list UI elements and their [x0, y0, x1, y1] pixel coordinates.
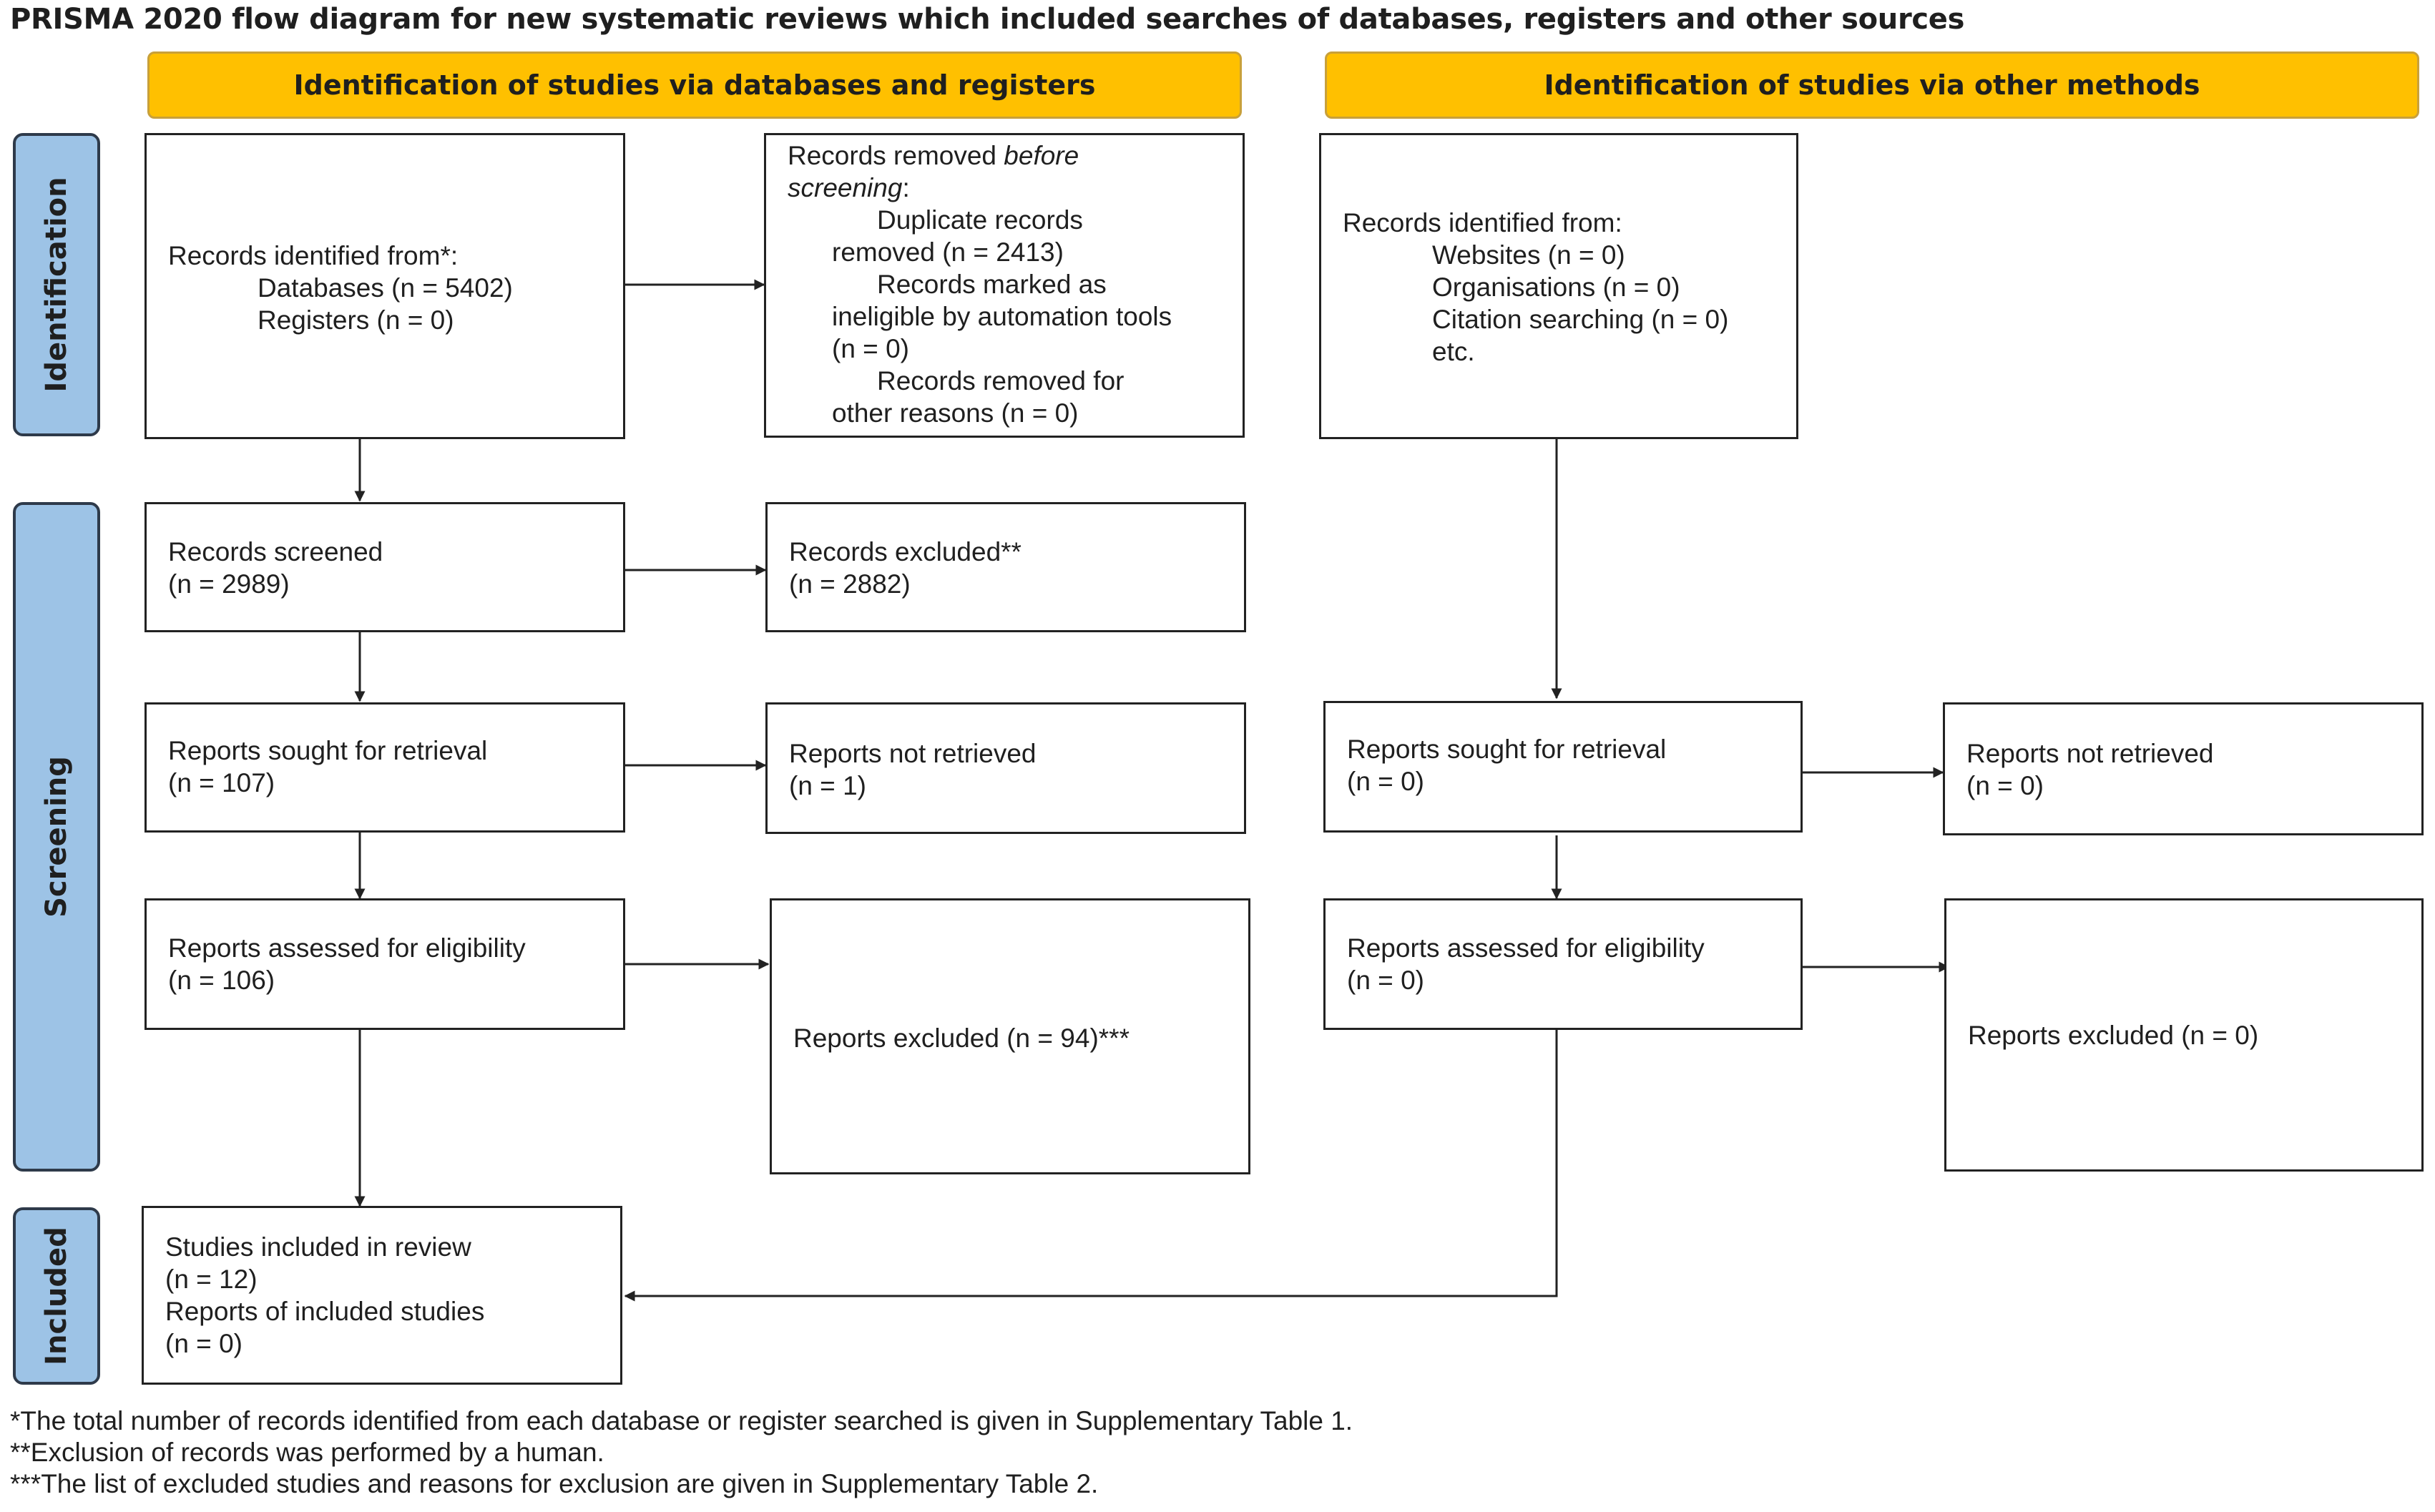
phase-included: Included	[13, 1207, 100, 1385]
other-sought-label: Reports sought for retrieval	[1347, 735, 1667, 764]
other-identified-organisations: Organisations (n = 0)	[1432, 273, 1680, 302]
db-removed-other-1: Records removed for	[877, 366, 1125, 396]
db-assessed-n: (n = 106)	[168, 966, 275, 995]
footnote-3: ***The list of excluded studies and reas…	[10, 1469, 1099, 1498]
arrow-other-assessed-to-included	[624, 1030, 1558, 1302]
db-reports-excluded-label: Reports excluded (n = 94)***	[793, 1023, 1130, 1053]
db-reports-not-retrieved: Reports not retrieved (n = 1)	[765, 702, 1246, 834]
db-removed-heading-cont: screening:	[788, 173, 910, 202]
db-excluded-n: (n = 2882)	[789, 569, 911, 599]
header-other-methods: Identification of studies via other meth…	[1325, 51, 2419, 119]
db-removed-auto-2: ineligible by automation tools	[832, 302, 1172, 331]
db-records-identified: Records identified from*: Databases (n =…	[144, 133, 625, 439]
other-reports-assessed: Reports assessed for eligibility (n = 0)	[1323, 898, 1803, 1030]
db-identified-heading: Records identified from*:	[168, 241, 459, 270]
db-removed-heading: Records removed before	[788, 141, 1079, 170]
page-title: PRISMA 2020 flow diagram for new systema…	[10, 3, 1965, 36]
db-removed-dup-1: Duplicate records	[877, 205, 1083, 235]
db-records-excluded: Records excluded** (n = 2882)	[765, 502, 1246, 632]
db-identified-databases: Databases (n = 5402)	[258, 273, 513, 303]
db-reports-excluded: Reports excluded (n = 94)***	[770, 898, 1250, 1174]
db-removed-auto-3: (n = 0)	[832, 334, 909, 363]
db-identified-registers: Registers (n = 0)	[258, 305, 454, 335]
phase-identification: Identification	[13, 133, 100, 436]
footnote-2: **Exclusion of records was performed by …	[10, 1438, 604, 1467]
db-records-screened: Records screened (n = 2989)	[144, 502, 625, 632]
other-assessed-n: (n = 0)	[1347, 966, 1424, 995]
other-reports-not-retrieved: Reports not retrieved (n = 0)	[1943, 702, 2424, 835]
db-excluded-label: Records excluded**	[789, 537, 1021, 566]
included-studies-n: (n = 12)	[165, 1265, 258, 1294]
db-records-removed: Records removed before screening: Duplic…	[764, 133, 1245, 438]
other-sought-n: (n = 0)	[1347, 767, 1424, 796]
db-studies-included: Studies included in review (n = 12) Repo…	[142, 1206, 622, 1385]
footnote-1: *The total number of records identified …	[10, 1406, 1353, 1435]
db-screened-n: (n = 2989)	[168, 569, 290, 599]
other-reports-sought: Reports sought for retrieval (n = 0)	[1323, 701, 1803, 833]
header-databases-registers: Identification of studies via databases …	[147, 51, 1242, 119]
db-reports-assessed: Reports assessed for eligibility (n = 10…	[144, 898, 625, 1030]
other-identified-heading: Records identified from:	[1343, 208, 1622, 237]
db-screened-label: Records screened	[168, 537, 383, 566]
db-removed-other-2: other reasons (n = 0)	[832, 398, 1079, 428]
included-studies-label: Studies included in review	[165, 1232, 471, 1262]
db-removed-dup-2: removed (n = 2413)	[832, 237, 1064, 267]
other-identified-etc: etc.	[1432, 337, 1475, 366]
other-reports-excluded: Reports excluded (n = 0)	[1944, 898, 2424, 1172]
db-not-retrieved-label: Reports not retrieved	[789, 739, 1037, 768]
db-removed-auto-1: Records marked as	[877, 270, 1107, 299]
included-reports-n: (n = 0)	[165, 1329, 242, 1358]
phase-screening: Screening	[13, 502, 100, 1172]
other-not-retrieved-n: (n = 0)	[1966, 771, 2044, 800]
other-records-identified: Records identified from: Websites (n = 0…	[1319, 133, 1798, 439]
db-assessed-label: Reports assessed for eligibility	[168, 933, 526, 963]
db-sought-n: (n = 107)	[168, 768, 275, 797]
other-reports-excluded-label: Reports excluded (n = 0)	[1968, 1021, 2259, 1050]
other-assessed-label: Reports assessed for eligibility	[1347, 933, 1705, 963]
other-identified-websites: Websites (n = 0)	[1432, 240, 1625, 270]
other-identified-citation: Citation searching (n = 0)	[1432, 305, 1729, 334]
included-reports-label: Reports of included studies	[165, 1297, 485, 1326]
db-sought-label: Reports sought for retrieval	[168, 736, 488, 765]
db-reports-sought: Reports sought for retrieval (n = 107)	[144, 702, 625, 833]
other-not-retrieved-label: Reports not retrieved	[1966, 739, 2214, 768]
db-not-retrieved-n: (n = 1)	[789, 771, 866, 800]
